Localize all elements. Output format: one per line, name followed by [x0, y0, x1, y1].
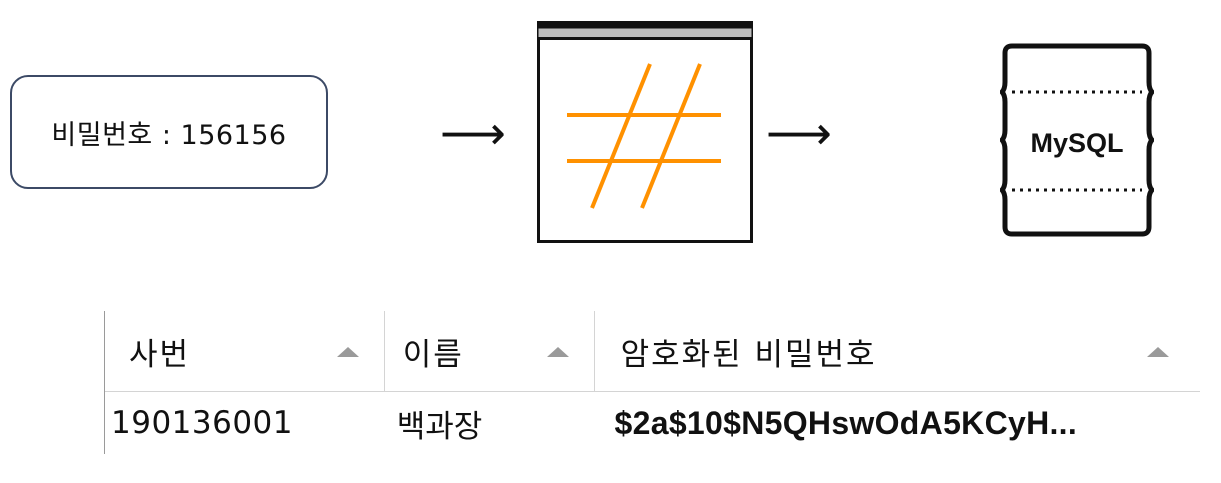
column-header-label: 암호화된 비밀번호 [620, 336, 877, 373]
password-input-box: 비밀번호 : 156156 [10, 75, 328, 189]
password-text: 비밀번호 : 156156 [51, 119, 287, 151]
cell-name: 백과장 [396, 408, 483, 445]
cell-encrypted-password: $2a$10$N5QHswOdA5KCyH... [614, 404, 1078, 441]
sort-asc-icon[interactable] [337, 347, 359, 357]
table-header: 사번 이름 암호화된 비밀번호 [105, 311, 1200, 392]
arrow-to-hash: ⟶ [440, 106, 506, 160]
column-header-label: 사번 [129, 336, 191, 373]
column-header-employee-id[interactable]: 사번 [105, 311, 385, 391]
arrow-to-database: ⟶ [766, 106, 832, 160]
column-header-encrypted-password[interactable]: 암호화된 비밀번호 [595, 311, 1200, 391]
database-icon: MySQL [999, 42, 1155, 238]
user-table: 사번 이름 암호화된 비밀번호 190136001 백과장 $2a$10$N5Q… [104, 311, 1200, 454]
window-title-bar [538, 28, 752, 38]
column-header-name[interactable]: 이름 [385, 311, 595, 391]
database-label: MySQL [1030, 128, 1123, 158]
table-row[interactable]: 190136001 백과장 $2a$10$N5QHswOdA5KCyH... [105, 392, 1200, 454]
hash-icon [537, 21, 753, 243]
column-header-label: 이름 [402, 336, 464, 373]
sort-asc-icon[interactable] [1146, 347, 1169, 357]
sort-asc-icon[interactable] [546, 347, 569, 357]
hash-function-box [537, 21, 753, 243]
cell-employee-id: 190136001 [111, 405, 294, 441]
